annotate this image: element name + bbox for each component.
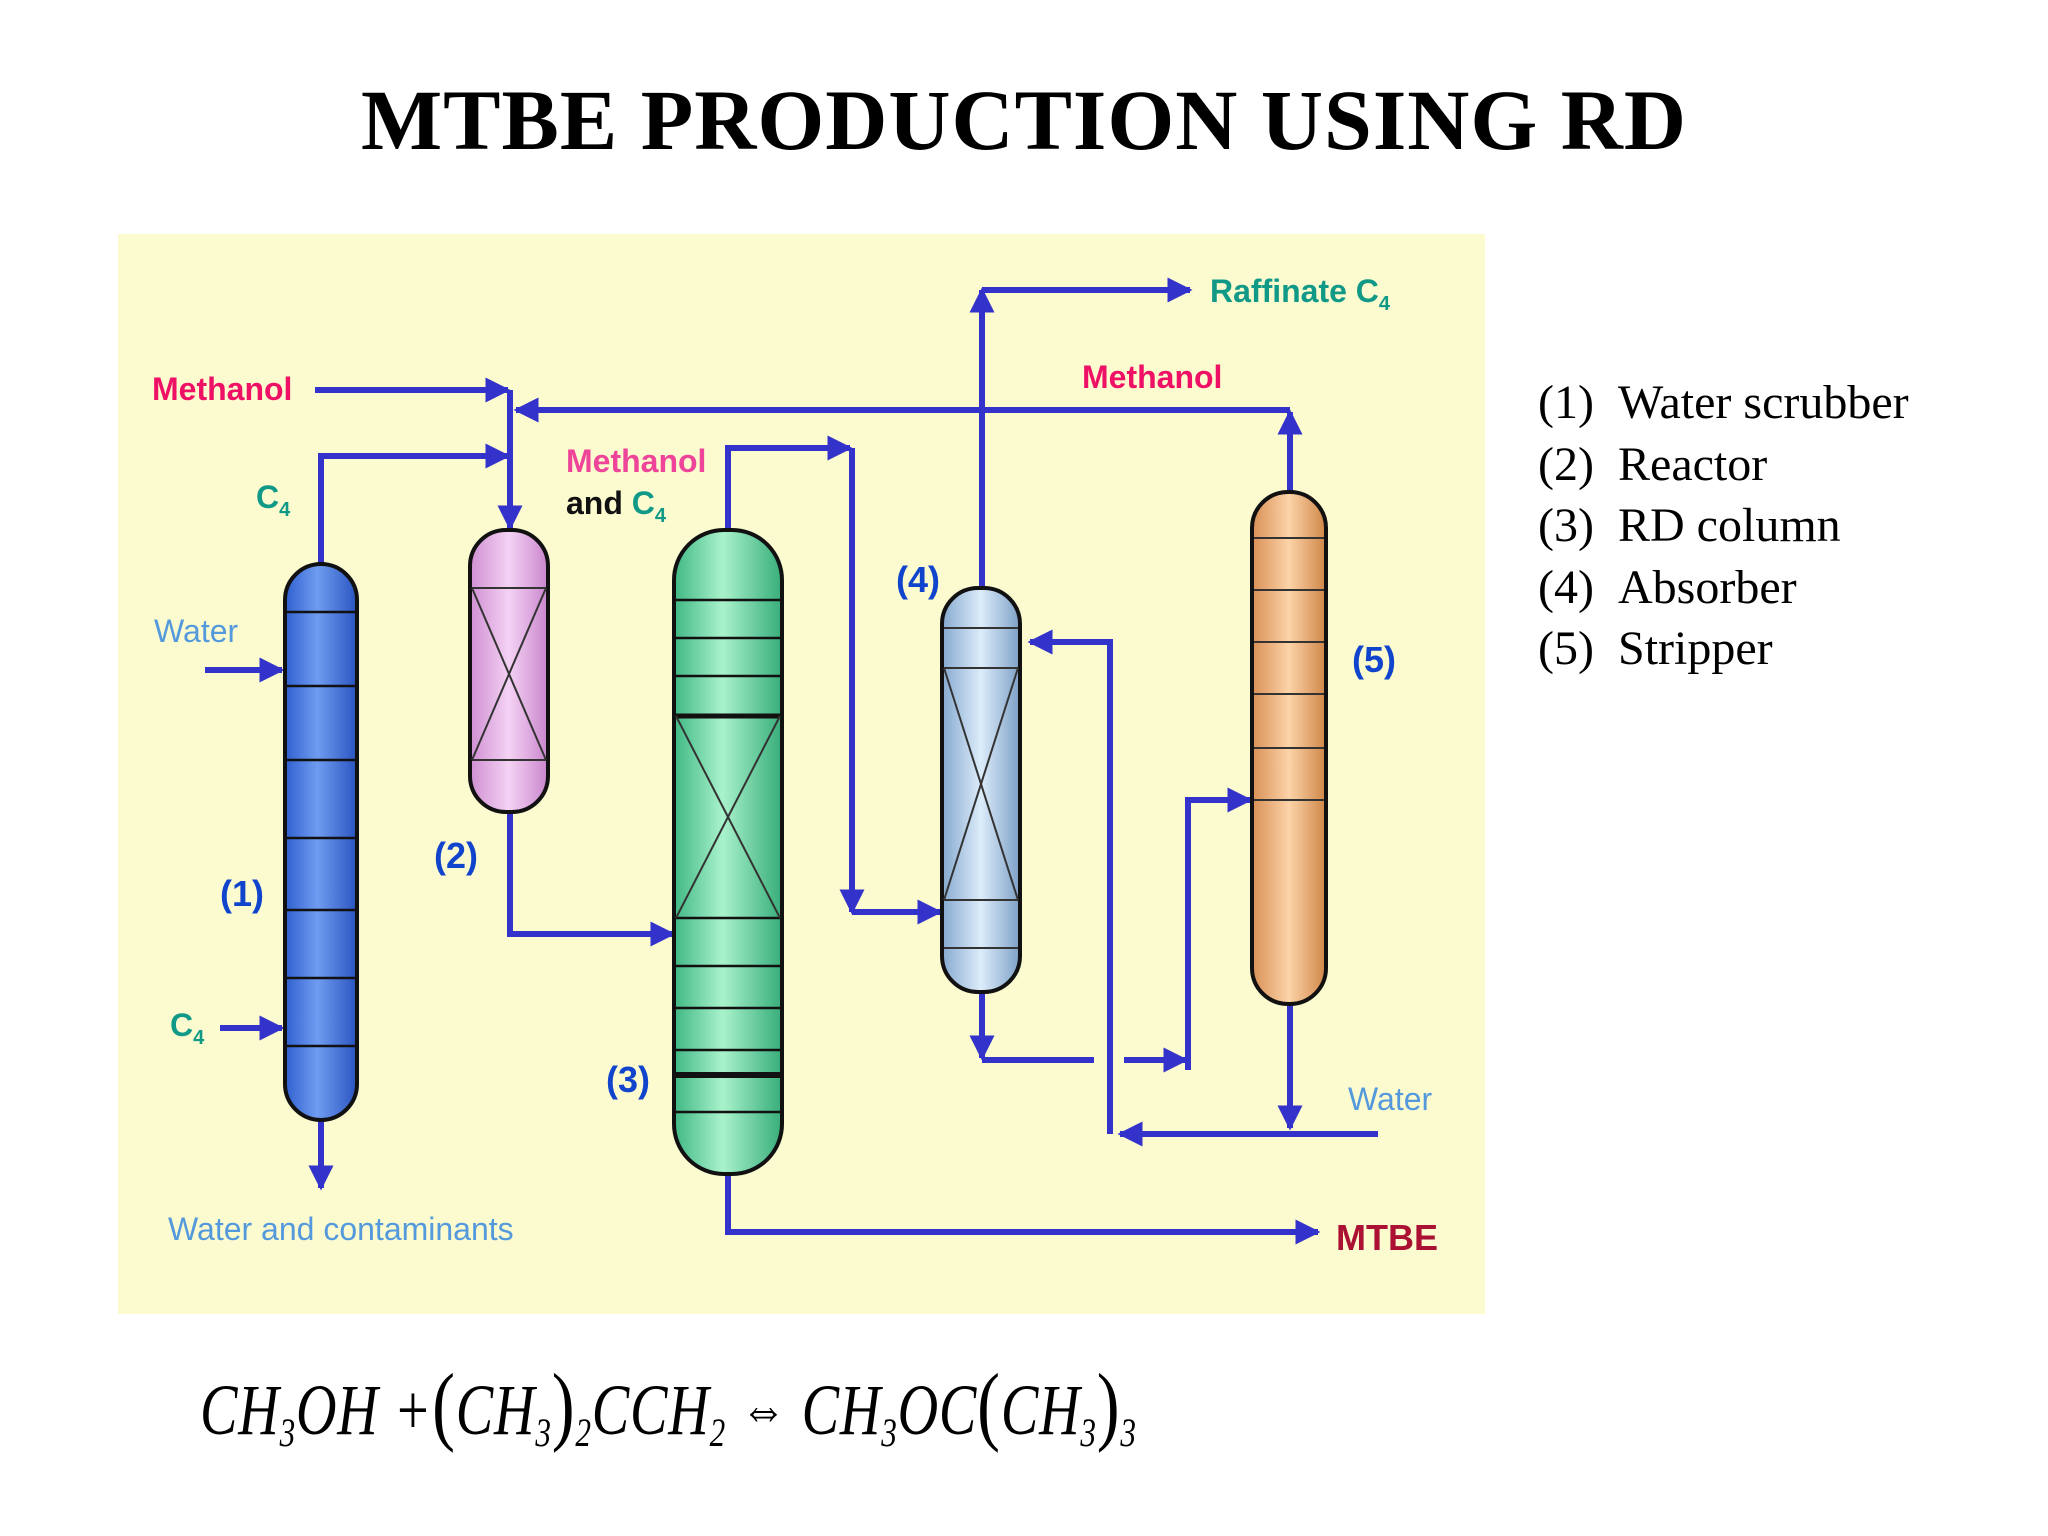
tag-scrubber: (1) — [220, 873, 264, 914]
label-water-contaminants: Water and contaminants — [168, 1211, 514, 1247]
legend-number: (3) — [1538, 499, 1594, 552]
legend-item: (3) RD column — [1538, 495, 1909, 557]
legend-name: Stripper — [1618, 622, 1773, 675]
unit-water-scrubber — [283, 562, 359, 1122]
unit-reactor — [468, 528, 550, 814]
legend-number: (5) — [1538, 622, 1594, 675]
legend-name: Reactor — [1618, 437, 1768, 491]
tag-absorber: (4) — [896, 559, 940, 600]
label-methanol-feed: Methanol — [152, 371, 292, 407]
reaction-equation: CH3OH +(CH3)2CCH2 ⇔ CH3OC(CH3)3 — [200, 1357, 1137, 1455]
legend-number: (4) — [1538, 560, 1594, 614]
pipe-reactor-to-rd — [507, 810, 676, 947]
legend-item: (2) Reactor — [1538, 434, 1909, 496]
tag-reactor: (2) — [434, 835, 478, 876]
tag-stripper: (5) — [1352, 639, 1396, 680]
pipe-to-stripper — [1185, 787, 1253, 1070]
legend-item: (4) Absorber — [1538, 557, 1909, 619]
pipe-rd-overhead — [725, 435, 853, 532]
legend-item: (5) Stripper — [1538, 618, 1909, 680]
unit-rd-column — [672, 528, 784, 1176]
label-mtbe: MTBE — [1336, 1217, 1438, 1258]
legend-name: RD column — [1618, 499, 1841, 552]
legend-number: (2) — [1538, 437, 1594, 491]
pipe-water-up — [1027, 629, 1113, 1134]
tag-rd-column: (3) — [606, 1059, 650, 1100]
label-methanol-recycle: Methanol — [1082, 359, 1222, 395]
pipe-rd-bottoms — [725, 1172, 1321, 1245]
legend-name: Absorber — [1618, 560, 1797, 614]
legend-item: (1) Water scrubber — [1538, 372, 1909, 434]
unit-absorber — [940, 586, 1022, 994]
unit-legend: (1) Water scrubber (2) Reactor (3) RD co… — [1538, 372, 1909, 680]
label-raffinate: Raffinate C4 — [1210, 273, 1391, 315]
label-c4-bottom: C4 — [170, 1007, 205, 1049]
label-methanol-c4-line1: Methanol — [566, 443, 706, 479]
equilibrium-arrow-icon: ⇔ — [740, 1376, 787, 1441]
unit-stripper — [1250, 490, 1328, 1006]
label-methanol-c4-line2: and C4 — [566, 485, 667, 527]
pipe-c4-scrubber-top — [318, 443, 511, 565]
label-water-feed: Water — [154, 613, 239, 649]
legend-number: (1) — [1538, 376, 1594, 429]
label-c4-top: C4 — [256, 479, 291, 521]
slide-title: MTBE PRODUCTION USING RD — [360, 72, 1688, 168]
legend-name: Water scrubber — [1618, 376, 1909, 429]
label-water-stripper: Water — [1348, 1081, 1433, 1117]
